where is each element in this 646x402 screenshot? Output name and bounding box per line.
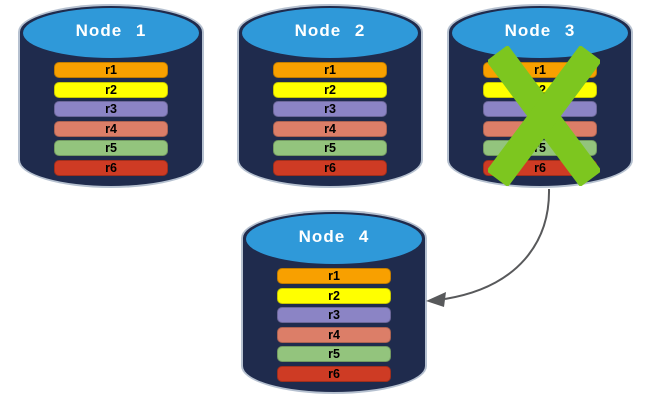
record-bar-r2: r2 bbox=[54, 81, 168, 98]
cylinder-top-ellipse bbox=[246, 214, 422, 264]
cylinder-top-ellipse bbox=[452, 8, 628, 58]
record-bar-r2: r2 bbox=[273, 81, 387, 98]
record-bar-r6: r6 bbox=[277, 365, 391, 382]
node-4-cylinder: Node 4 r1 r2 r3 r4 r5 r6 bbox=[243, 212, 425, 392]
node-1-cylinder: Node 1 r1 r2 r3 r4 r5 r6 bbox=[20, 6, 202, 186]
record-bar-r3: r3 bbox=[277, 307, 391, 323]
record-bar-r5: r5 bbox=[54, 140, 168, 156]
record-bar-r2: r2 bbox=[277, 287, 391, 304]
cylinder-top-ellipse bbox=[242, 8, 418, 58]
record-bar-r6: r6 bbox=[273, 159, 387, 176]
failure-cross-icon bbox=[488, 46, 600, 186]
node-4-records: r1 r2 r3 r4 r5 r6 bbox=[277, 268, 391, 385]
cylinder-top-ellipse bbox=[23, 8, 199, 58]
record-bar-r3: r3 bbox=[273, 101, 387, 117]
node-2-cylinder: Node 2 r1 r2 r3 r4 r5 r6 bbox=[239, 6, 421, 186]
record-bar-r1: r1 bbox=[273, 62, 387, 78]
record-bar-r4: r4 bbox=[277, 326, 391, 343]
record-bar-r6: r6 bbox=[54, 159, 168, 176]
record-bar-r3: r3 bbox=[54, 101, 168, 117]
node-3-label: Node 3 bbox=[504, 21, 576, 40]
record-bar-r1: r1 bbox=[54, 62, 168, 78]
node-1-label: Node 1 bbox=[75, 21, 147, 40]
record-bar-r4: r4 bbox=[273, 120, 387, 137]
node-3-cylinder: Node 3 r1 r2 r3 r4 r5 r6 bbox=[449, 6, 631, 186]
node-4-label: Node 4 bbox=[298, 227, 370, 246]
record-bar-r1: r1 bbox=[277, 268, 391, 284]
node-1-records: r1 r2 r3 r4 r5 r6 bbox=[54, 62, 168, 179]
failover-arrow bbox=[426, 188, 551, 307]
record-bar-r4: r4 bbox=[54, 120, 168, 137]
node-2-records: r1 r2 r3 r4 r5 r6 bbox=[273, 62, 387, 179]
record-bar-r5: r5 bbox=[273, 140, 387, 156]
node-2-label: Node 2 bbox=[294, 21, 366, 40]
record-bar-r5: r5 bbox=[277, 346, 391, 362]
